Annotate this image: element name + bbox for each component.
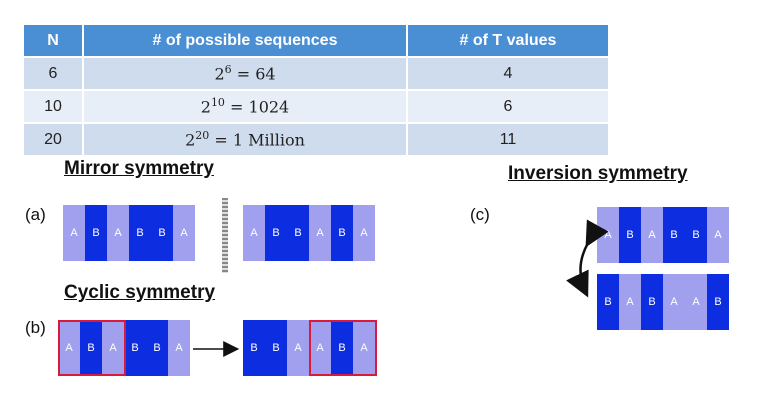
- sequence-cell-a: A: [353, 205, 375, 261]
- sequence-cell-a: A: [173, 205, 195, 261]
- sequence-cell-b: B: [331, 205, 353, 261]
- cyclic-symmetry-heading: Cyclic symmetry: [64, 282, 216, 303]
- sequence-cell-a: A: [641, 207, 663, 263]
- highlight-box-right: [309, 320, 377, 376]
- mirror-line: [222, 198, 228, 273]
- sequence-cell-b: B: [619, 207, 641, 263]
- cell-n: 6: [24, 56, 83, 90]
- sequence-cell-b: B: [129, 205, 151, 261]
- sequence-cell-b: B: [85, 205, 107, 261]
- panel-a-label: (a): [25, 205, 46, 224]
- table-header-row: N # of possible sequences # of T values: [24, 25, 608, 57]
- sequence-cell-b: B: [265, 205, 287, 261]
- sequence-cell-b: B: [287, 205, 309, 261]
- sequence-cell-b: B: [331, 320, 353, 376]
- sequence-cell-a: A: [287, 320, 309, 376]
- sequence-cell-b: B: [151, 205, 173, 261]
- sequence-cell-b: B: [707, 274, 729, 330]
- sequence-cell-b: B: [124, 320, 146, 376]
- highlight-box-left: [58, 320, 126, 376]
- sequence-cell-a: A: [309, 205, 331, 261]
- sequence-cell-a: A: [309, 320, 331, 376]
- sequence-table: N # of possible sequences # of T values …: [24, 25, 608, 155]
- sequence-cell-a: A: [102, 320, 124, 376]
- sequence-cell-b: B: [265, 320, 287, 376]
- header-sequences: # of possible sequences: [82, 25, 407, 57]
- sequence-cell-a: A: [63, 205, 85, 261]
- sequence-cell-b: B: [146, 320, 168, 376]
- cell-n: 20: [24, 122, 83, 155]
- sequence-cell-b: B: [685, 207, 707, 263]
- mirror-symmetry-heading: Mirror symmetry: [64, 158, 214, 179]
- sequence-cell-a: A: [243, 205, 265, 261]
- cell-t: 6: [406, 89, 608, 123]
- cell-sequences: 220 = 1 Million: [82, 122, 407, 155]
- sequence-cell-a: A: [58, 320, 80, 376]
- cell-n: 10: [24, 89, 83, 123]
- cell-t: 4: [406, 56, 608, 90]
- sequence-cell-b: B: [641, 274, 663, 330]
- sequence-cell-a: A: [353, 320, 375, 376]
- panel-b-label: (b): [25, 318, 46, 337]
- header-n: N: [24, 25, 83, 57]
- sequence-cell-a: A: [168, 320, 190, 376]
- sequence-cell-a: A: [707, 207, 729, 263]
- sequence-cell-a: A: [663, 274, 685, 330]
- table-row: 10 210 = 1024 6: [24, 89, 608, 123]
- sequence-cell-a: A: [107, 205, 129, 261]
- cell-t: 11: [406, 122, 608, 155]
- sequence-cell-b: B: [663, 207, 685, 263]
- table-row: 6 26 = 64 4: [24, 56, 608, 90]
- table-row: 20 220 = 1 Million 11: [24, 122, 608, 155]
- sequence-cell-b: B: [80, 320, 102, 376]
- inversion-symmetry-heading: Inversion symmetry: [508, 163, 688, 184]
- header-t-values: # of T values: [406, 25, 608, 57]
- cell-sequences: 210 = 1024: [82, 89, 407, 123]
- panel-c-label: (c): [470, 205, 490, 224]
- sequence-cell-a: A: [685, 274, 707, 330]
- inversion-arrow: [566, 219, 609, 298]
- cell-sequences: 26 = 64: [82, 56, 407, 90]
- sequence-cell-a: A: [619, 274, 641, 330]
- sequence-cell-b: B: [243, 320, 265, 376]
